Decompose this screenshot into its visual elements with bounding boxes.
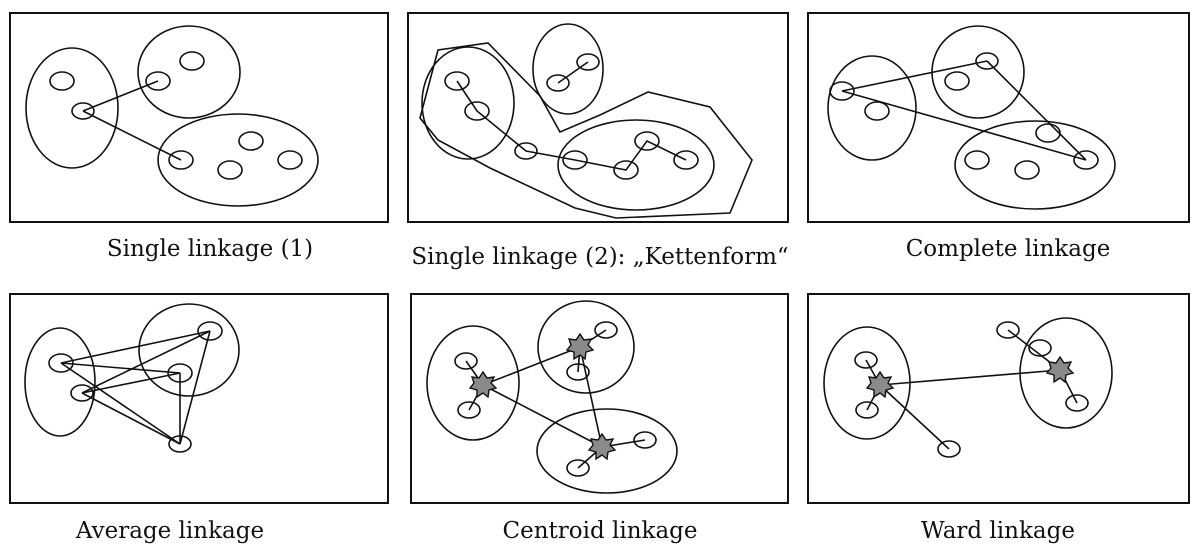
caption-average-linkage: Average linkage [75,518,265,544]
panel-ward-linkage [808,294,1189,503]
panel-single-linkage-1 [10,13,388,222]
panel-centroid-linkage [411,294,788,503]
caption-ward-linkage: Ward linkage [921,518,1075,544]
caption-centroid-linkage: Centroid linkage [502,518,698,544]
panel-single-linkage-2 [408,13,788,222]
panel-complete-linkage [808,13,1189,222]
caption-single-linkage-2: Single linkage (2): „Kettenform“ [411,244,789,270]
caption-single-linkage-1: Single linkage (1) [106,236,314,262]
caption-complete-linkage: Complete linkage [905,236,1111,262]
panel-average-linkage [10,294,388,503]
